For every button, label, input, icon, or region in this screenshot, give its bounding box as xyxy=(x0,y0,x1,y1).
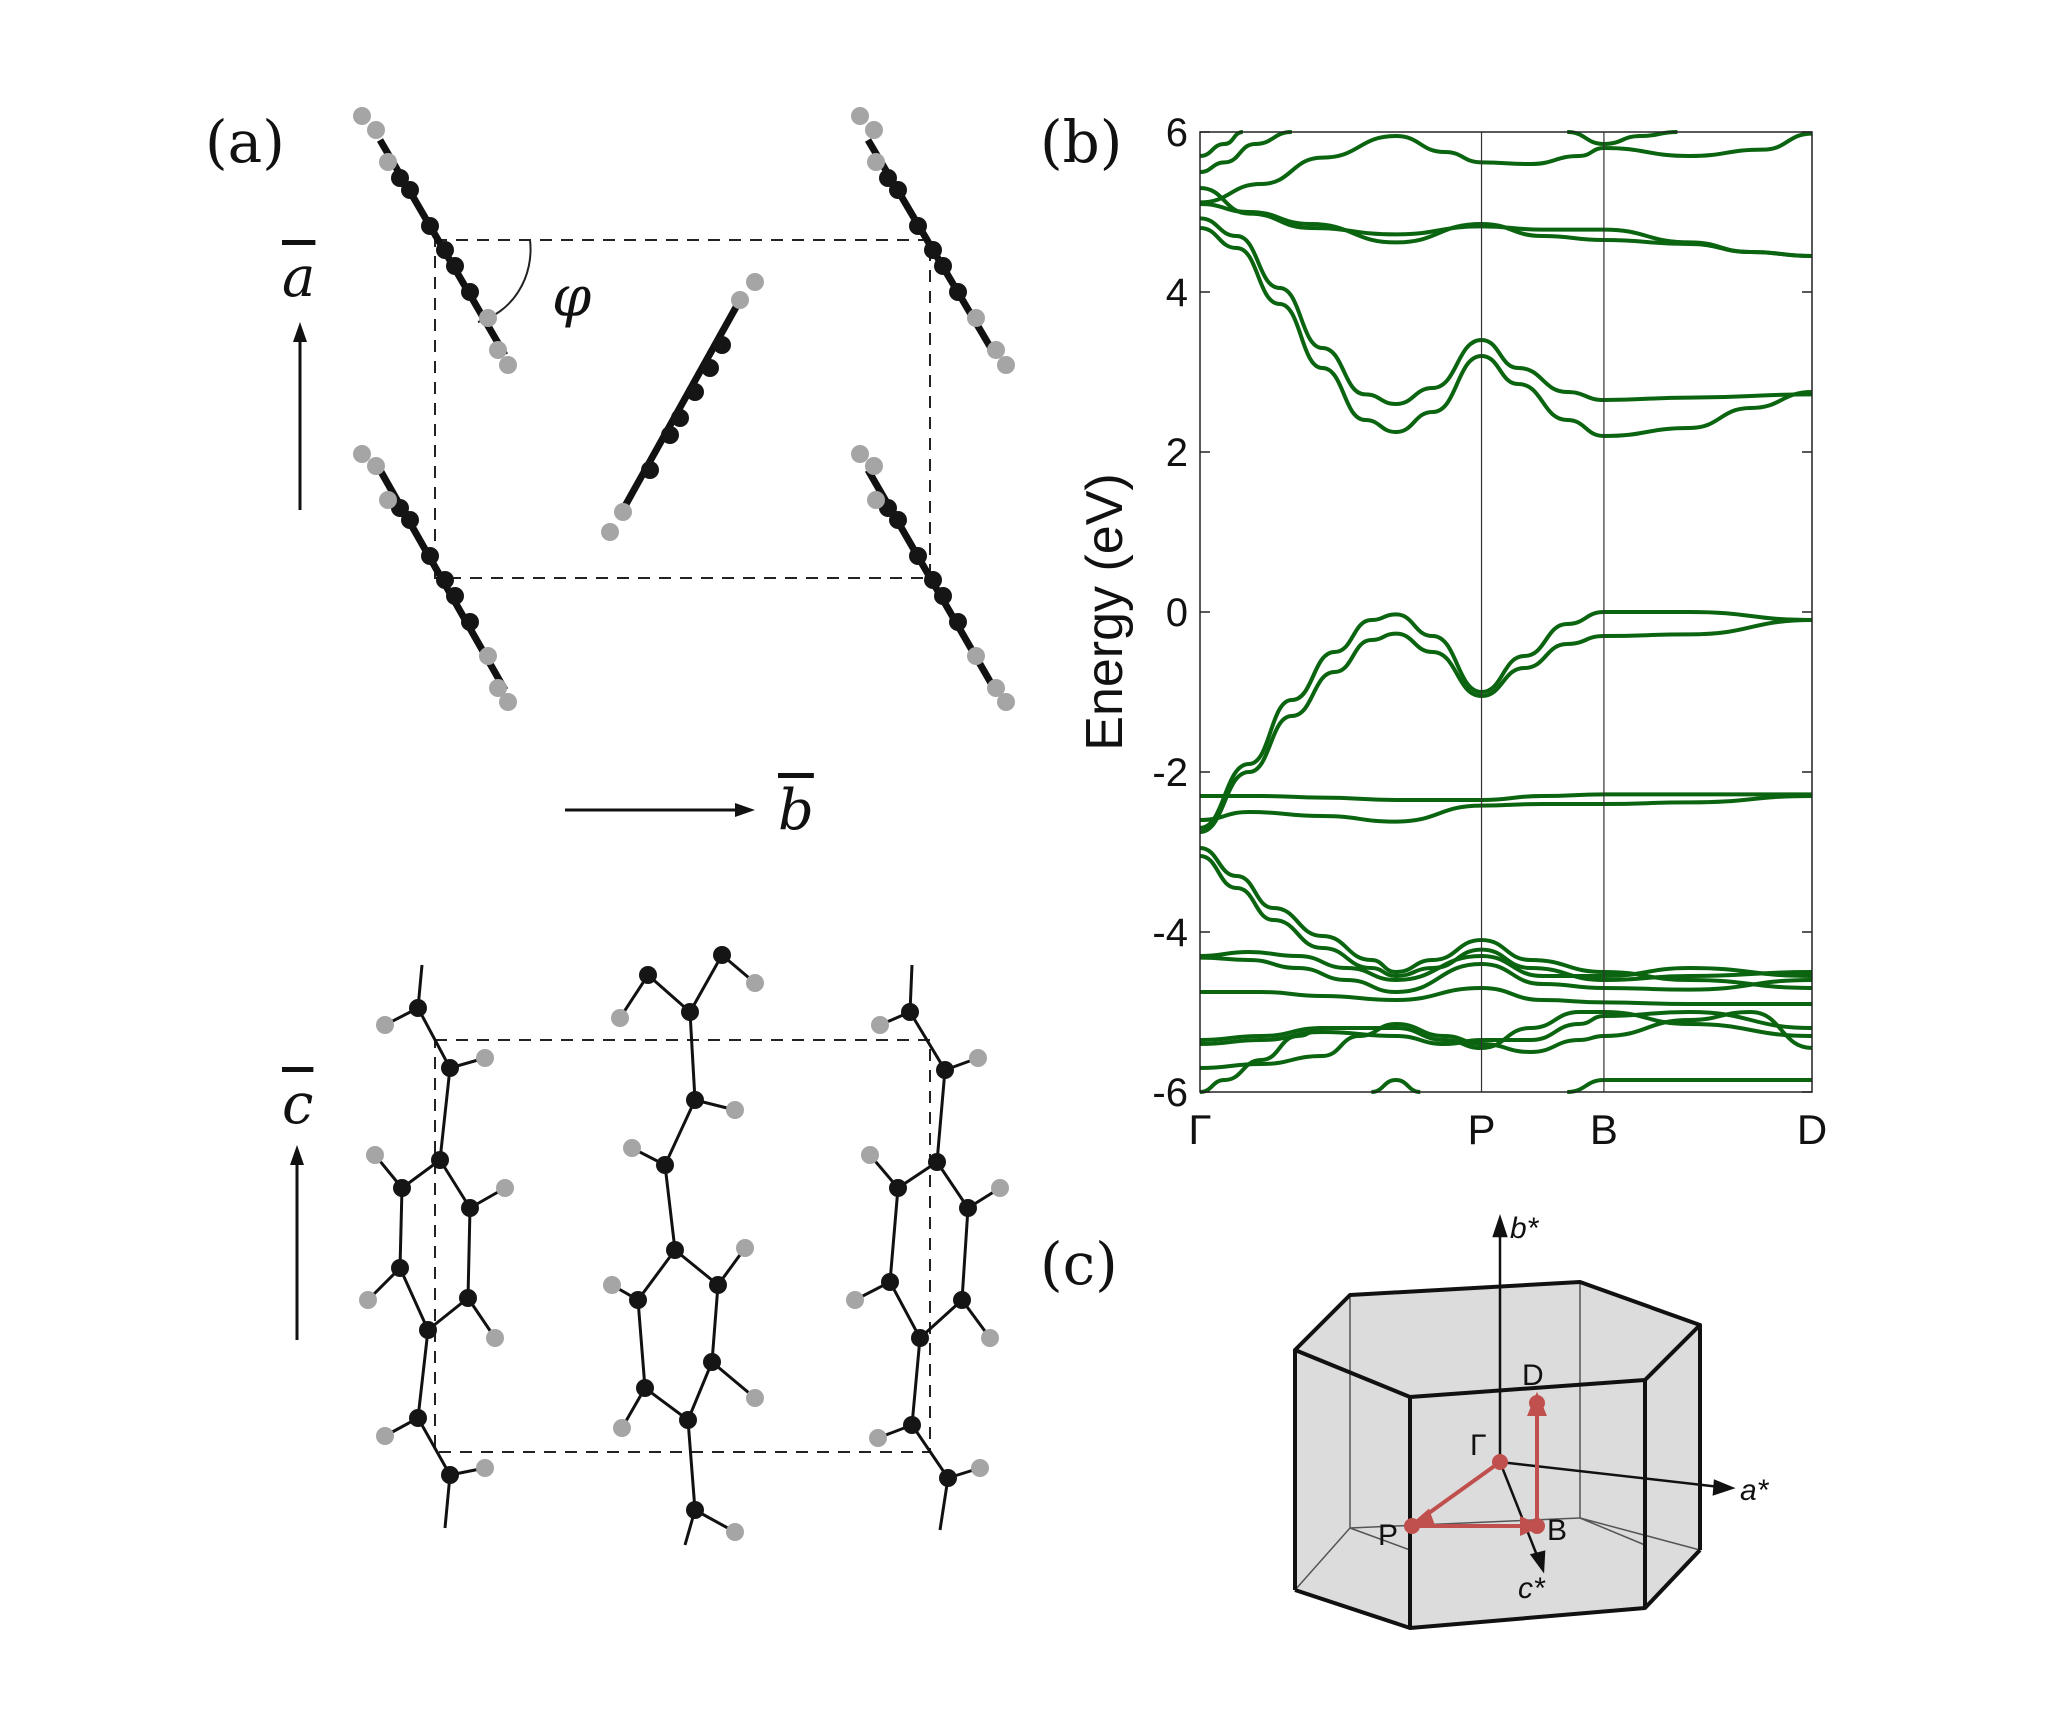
band-line xyxy=(1567,1077,1812,1094)
band-line xyxy=(1199,130,1292,174)
bz-axis-label-b: b* xyxy=(1510,1212,1540,1245)
band-line xyxy=(1199,131,1813,205)
band-line xyxy=(1199,216,1813,407)
bz-visible-edges xyxy=(1293,1280,1702,1630)
band-line xyxy=(1199,609,1813,830)
axis-label-a: a xyxy=(282,245,316,310)
carbon-atoms-top xyxy=(391,169,967,631)
y-tick-label: -4 xyxy=(1152,911,1188,955)
y-tick-label: 0 xyxy=(1166,591,1188,635)
bz-axis-label-c: c* xyxy=(1518,1572,1546,1605)
band-line xyxy=(1199,949,1813,983)
band-line xyxy=(1199,1026,1323,1094)
y-tick-label: 6 xyxy=(1166,111,1188,155)
band-line xyxy=(1199,1009,1813,1070)
y-tick-label: 4 xyxy=(1166,271,1188,315)
band-structure-chart: -6 -4 -2 0 2 4 6 Γ P B D Energy (eV) xyxy=(1076,111,1827,1153)
band-line xyxy=(1567,130,1678,147)
panel-label-a: (a) xyxy=(205,108,285,176)
hydrogen-atoms-side xyxy=(359,974,1009,1541)
axis-label-c: c xyxy=(282,1072,314,1137)
unit-cell-bottom xyxy=(434,1039,931,1453)
panel-label-b: (b) xyxy=(1040,108,1123,176)
bz-point-d: D xyxy=(1522,1359,1544,1392)
band-lines xyxy=(1199,130,1813,1094)
band-line xyxy=(1199,985,1812,1007)
y-tick-label: 2 xyxy=(1166,431,1188,475)
brillouin-zone-figure: b* a* c* Γ D B P xyxy=(1293,1212,1770,1630)
panel-label-c: (c) xyxy=(1040,1230,1118,1298)
y-axis-label: Energy (eV) xyxy=(1076,473,1134,750)
carbon-atoms-side xyxy=(391,946,977,1519)
bz-point-b: B xyxy=(1547,1514,1567,1547)
axis-arrow-c xyxy=(290,1145,304,1340)
y-tick-label: -2 xyxy=(1152,751,1188,795)
band-line xyxy=(1199,618,1813,834)
band-line xyxy=(1199,226,1813,439)
bz-point-p: P xyxy=(1378,1519,1398,1552)
axis-label-b: b xyxy=(778,778,814,843)
axis-arrow-b xyxy=(565,803,755,817)
high-symmetry-path xyxy=(1404,1391,1547,1537)
crystal-structure-figure xyxy=(290,107,1015,1546)
bz-point-gamma: Γ xyxy=(1470,1429,1487,1462)
unit-cell-top xyxy=(434,239,931,579)
x-tick-label: Γ xyxy=(1188,1106,1211,1153)
axis-arrow-a xyxy=(293,322,307,510)
y-axis-ticks: -6 -4 -2 0 2 4 6 xyxy=(1152,111,1812,1115)
band-line xyxy=(1199,846,1813,990)
angle-label-phi: φ xyxy=(552,265,592,330)
x-tick-label: D xyxy=(1797,1106,1827,1153)
band-line xyxy=(1199,854,1813,983)
band-line xyxy=(1371,1077,1421,1094)
x-tick-label: B xyxy=(1590,1106,1618,1153)
band-line xyxy=(1199,202,1813,258)
y-tick-label: -6 xyxy=(1152,1071,1188,1115)
hydrogen-atoms-top xyxy=(353,107,1015,711)
bz-axis-label-a: a* xyxy=(1740,1474,1770,1507)
molecule-chain-5 xyxy=(616,298,744,517)
x-tick-label: P xyxy=(1468,1106,1496,1153)
band-line xyxy=(1200,792,1812,803)
band-line xyxy=(1199,955,1813,995)
band-line xyxy=(1199,130,1244,158)
